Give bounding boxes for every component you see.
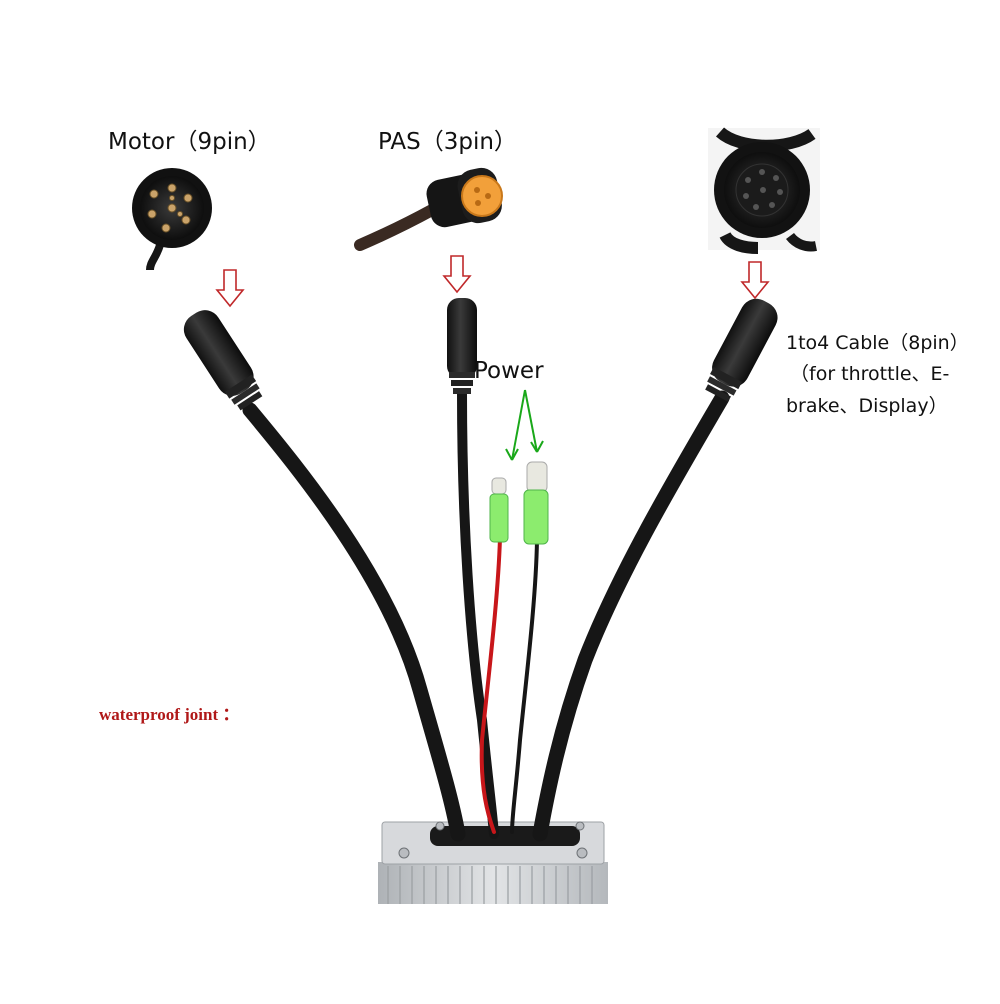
green-arrow-icon bbox=[505, 389, 544, 461]
display-cable bbox=[532, 390, 730, 842]
down-arrow-motor-icon bbox=[215, 269, 245, 308]
cable-label-line2: （for throttle、E- bbox=[790, 363, 950, 385]
power-red-wire bbox=[479, 536, 502, 834]
pas-connector-photo bbox=[354, 167, 503, 251]
down-arrow-display-icon bbox=[740, 261, 770, 300]
cable-label-line1: 1to4 Cable（8pin） bbox=[786, 332, 969, 354]
motor-plug bbox=[183, 310, 263, 411]
hollow-down-arrow-icon bbox=[215, 255, 770, 308]
power-label: Power bbox=[474, 358, 544, 384]
motor-cable bbox=[242, 402, 466, 842]
motor-connector-label: Motor（9pin） bbox=[108, 129, 271, 155]
power-black-wire bbox=[510, 538, 539, 834]
power-terminal-red bbox=[489, 477, 509, 543]
pas-cable bbox=[457, 388, 499, 839]
power-terminal-black bbox=[523, 461, 549, 545]
pas-connector-label: PAS（3pin） bbox=[378, 129, 517, 155]
down-arrow-pas-icon bbox=[442, 255, 472, 294]
waterproof-joint-label: waterproof joint ： bbox=[99, 705, 240, 724]
display-connector-photo bbox=[708, 127, 820, 254]
cables bbox=[242, 388, 730, 842]
motor-connector-photo bbox=[132, 168, 212, 271]
cable-label-line3: brake、Display） bbox=[786, 395, 948, 417]
display-plug bbox=[705, 298, 778, 402]
pas-plug bbox=[447, 298, 477, 394]
